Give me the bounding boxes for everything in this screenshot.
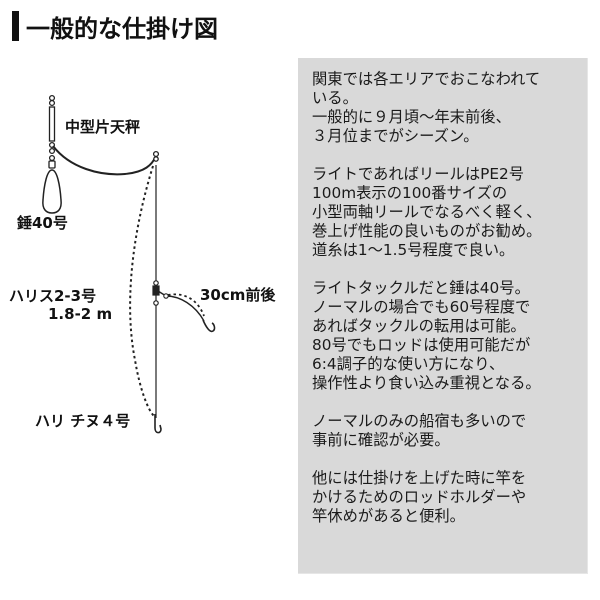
info-panel: 関東では各エリアでおこなわれて いる。 一般的に９月頃〜年末前後、 ３月位までが… <box>298 58 588 574</box>
text-line: 事前に確認が必要。 <box>312 431 450 449</box>
harisu-label-line1: ハリス2-3号 <box>9 287 97 305</box>
text-line: いる。 <box>312 89 358 107</box>
text-line: ライトであればリールはPE2号 <box>312 165 525 183</box>
text-line: ３月位までがシーズン。 <box>312 127 479 145</box>
branch-bead-icon <box>163 293 169 299</box>
hook-label: ハリ チヌ４号 <box>35 412 131 430</box>
paragraph-confirm: ノーマルのみの船宿も多いので 事前に確認が必要。 <box>312 412 579 450</box>
text-line: 竿休めがあると便利。 <box>312 507 465 525</box>
tenbin-swivel-icon <box>48 94 56 107</box>
tenbin-end-ring-icon <box>152 150 160 162</box>
sinker-icon <box>42 169 62 214</box>
branch-dotted-path-icon <box>167 293 205 317</box>
text-line: 巻上げ性能の良いものがお勧め。 <box>312 222 542 240</box>
text-line: 80号でもロッドは使用可能だが <box>312 336 531 354</box>
paragraph-season: 関東では各エリアでおこなわれて いる。 一般的に９月頃〜年末前後、 ３月位までが… <box>312 70 579 146</box>
branch-hook-icon <box>202 319 216 333</box>
text-line: ノーマルのみの船宿も多いので <box>312 412 527 430</box>
text-line: 小型両軸リールでなるべく軽く、 <box>312 203 542 221</box>
sinker-label: 錘40号 <box>17 214 68 232</box>
rig-diagram-drawing <box>42 94 216 434</box>
text-line: 他には仕掛けを上げた時に竿を <box>312 469 527 487</box>
rig-diagram: 中型片天秤 錘40号 ハリス2-3号 1.8-2 m 30cm前後 ハリ チヌ４… <box>0 55 295 585</box>
paragraph-reel: ライトであればリールはPE2号 100m表示の100番サイズの 小型両軸リールで… <box>312 165 579 260</box>
text-line: 操作性より食い込み重視となる。 <box>312 374 541 392</box>
paragraph-sinker: ライトタックルだと錘は40号。 ノーマルの場合でも60号程度で あればタックルの… <box>312 279 579 393</box>
text-line: 道糸は1〜1.5号程度で良い。 <box>312 241 515 259</box>
branch-swivel-icon <box>152 280 160 306</box>
text-line: 6:4調子的な使い方になり、 <box>312 355 505 373</box>
text-line: ノーマルの場合でも60号程度で <box>312 298 531 316</box>
sinker-swivel-icon <box>48 141 56 169</box>
harisu-label-line2: 1.8-2 m <box>48 305 113 323</box>
tenbin-wire-icon <box>52 145 157 176</box>
paragraph-rod-holder: 他には仕掛けを上げた時に竿を かけるためのロッドホルダーや 竿休めがあると便利。 <box>312 469 579 526</box>
harisu-dotted-path-icon <box>129 165 155 417</box>
bottom-hook-icon <box>154 414 162 434</box>
title-accent-bar <box>12 11 19 41</box>
text-line: ライトタックルだと錘は40号。 <box>312 279 530 297</box>
text-line: 関東では各エリアでおこなわれて <box>312 70 541 88</box>
text-line: 一般的に９月頃〜年末前後、 <box>312 108 511 126</box>
text-line: 100m表示の100番サイズの <box>312 184 508 202</box>
text-line: あればタックルの転用は可能。 <box>312 317 526 335</box>
text-line: かけるためのロッドホルダーや <box>312 488 527 506</box>
info-panel-content: 関東では各エリアでおこなわれて いる。 一般的に９月頃〜年末前後、 ３月位までが… <box>312 70 579 545</box>
tenbin-arm-icon <box>48 106 56 142</box>
page-title: 一般的な仕掛け図 <box>12 9 218 43</box>
page-title-text: 一般的な仕掛け図 <box>26 14 218 43</box>
tenbin-label: 中型片天秤 <box>65 118 141 136</box>
branch-length-label: 30cm前後 <box>200 286 276 304</box>
